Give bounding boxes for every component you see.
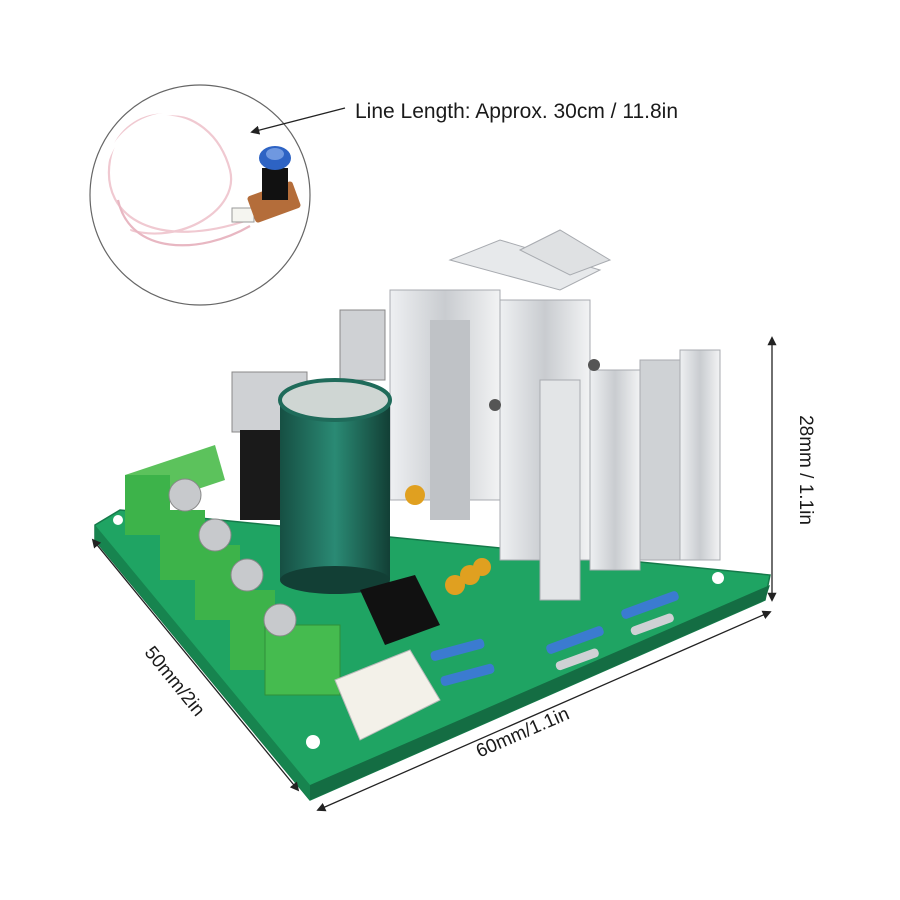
callout-circle bbox=[89, 84, 311, 306]
heatsink bbox=[389, 229, 721, 601]
mount-hole bbox=[712, 572, 724, 584]
potentiometer-callout: Line Length: Approx. 30cm / 11.8in bbox=[89, 84, 678, 306]
potentiometer-wire bbox=[102, 112, 251, 247]
callout-arrow bbox=[250, 107, 346, 135]
wire-connector bbox=[231, 207, 255, 223]
potentiometer bbox=[247, 146, 301, 223]
dimension-height: 28mm / 1.1in bbox=[767, 336, 816, 602]
line-length-label: Line Length: Approx. 30cm / 11.8in bbox=[355, 100, 678, 123]
height-label: 28mm / 1.1in bbox=[795, 415, 816, 525]
capacitor bbox=[278, 378, 392, 594]
mount-hole bbox=[306, 735, 320, 749]
mount-hole bbox=[113, 515, 123, 525]
